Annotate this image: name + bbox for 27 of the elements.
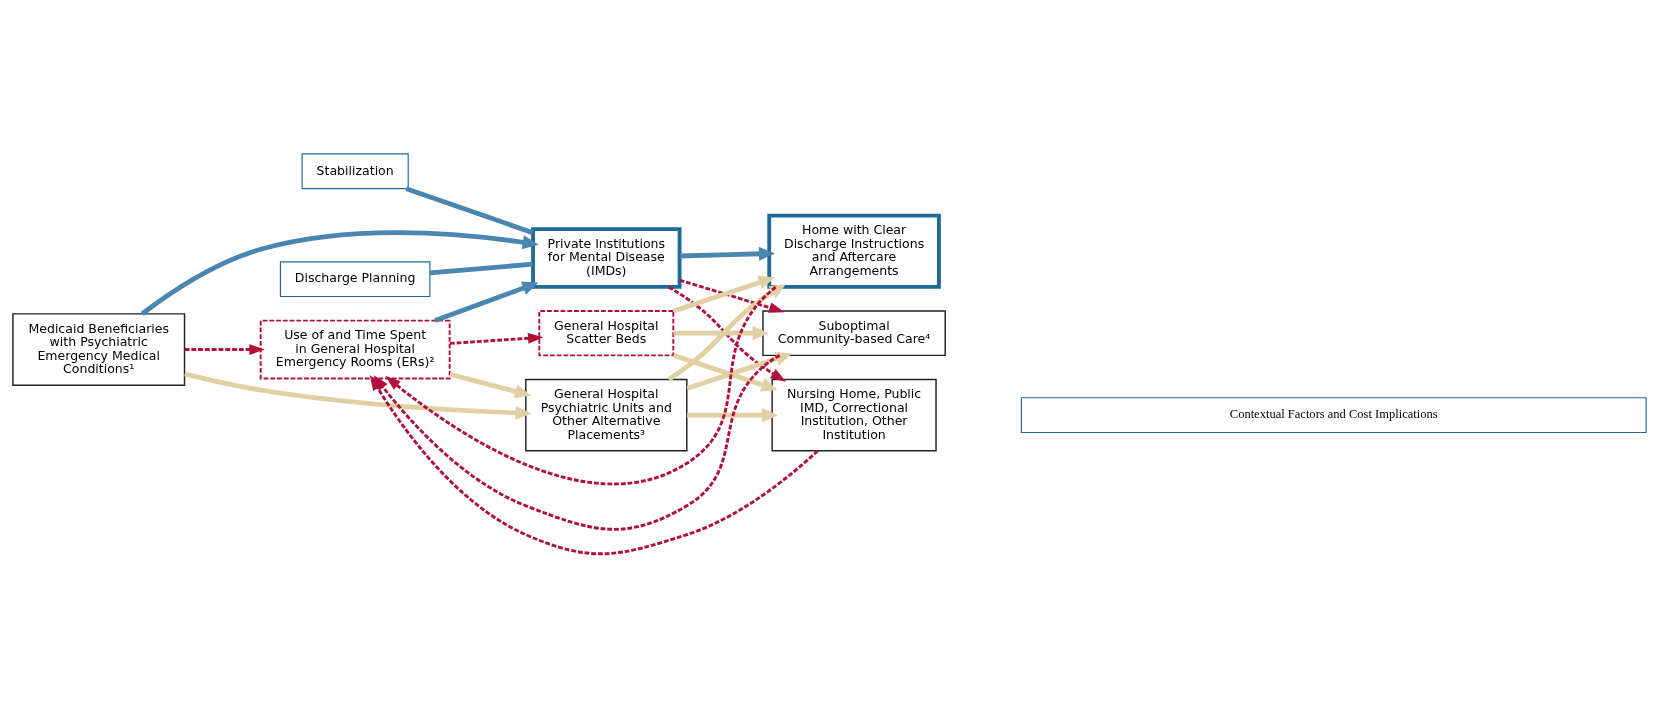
- node-box: General Hospital Psychiatric Units and Other Alternative Placements³: [525, 378, 688, 452]
- connector: [429, 261, 533, 276]
- node-box: Contextual Factors and Cost Implications: [1020, 397, 1647, 434]
- arrow: [184, 344, 265, 355]
- arrow: [449, 332, 544, 345]
- node-box: Discharge Planning: [279, 261, 431, 298]
- node-box: Stabilization: [301, 153, 409, 190]
- node-box: Suboptimal Community-based Care⁴: [762, 310, 946, 357]
- node-box: Private Institutions for Mental Disease (IMDs): [531, 227, 682, 289]
- arrow: [449, 371, 532, 399]
- arrow: [434, 281, 539, 323]
- arrow: [672, 352, 778, 392]
- arrow: [385, 285, 777, 486]
- arrow: [184, 371, 532, 420]
- node-box: Nursing Home, Public IMD, Correctional Institution, Other Institution: [771, 378, 937, 452]
- arrow: [672, 275, 775, 314]
- node-box: General Hospital Scatter Beds: [538, 310, 675, 357]
- arrow: [679, 278, 785, 313]
- connector: [405, 186, 534, 235]
- node-box: Home with Clear Discharge Instructions and Aftercare Arrangements: [767, 213, 941, 289]
- node-box: Medicaid Beneficiaries with Psychiatric Emergency Medical Conditions¹: [12, 313, 186, 386]
- arrow: [673, 326, 769, 341]
- arrow: [679, 246, 776, 261]
- arrow: [687, 408, 779, 423]
- arrow: [140, 230, 539, 316]
- arrow: [686, 351, 793, 391]
- node-box: Use of and Time Spent in General Hospital Emergency Rooms (ERs)²: [259, 319, 451, 380]
